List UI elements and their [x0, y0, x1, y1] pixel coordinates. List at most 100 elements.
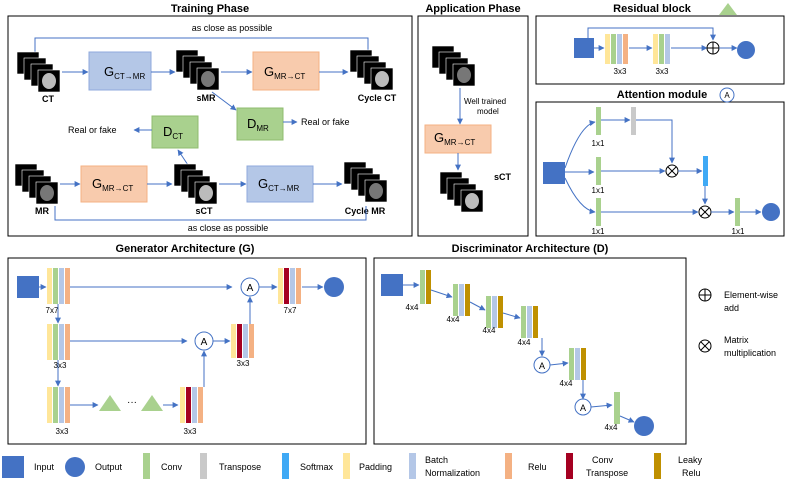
sct-label: sCT [195, 206, 213, 216]
gen-residual-triangle-1 [99, 395, 121, 411]
legend-mul-icon [698, 339, 712, 353]
att-softmax [703, 156, 708, 186]
disc-block-3 [486, 296, 503, 328]
disc-block-1 [420, 270, 431, 304]
gen-k-3x3-b: 3x3 [56, 427, 69, 436]
legend-input-swatch [2, 456, 24, 478]
res-layers-1 [605, 34, 628, 64]
legend-bn-2: Normalization [425, 468, 480, 478]
res-k1: 3x3 [614, 67, 627, 76]
att-k4: 1x1 [732, 227, 745, 236]
disc-arrow-7 [590, 402, 613, 409]
attention-title: Attention module [617, 89, 707, 101]
gen-output-circle [324, 277, 344, 297]
disc-k2: 4x4 [447, 315, 460, 324]
generator-panel [7, 257, 367, 445]
real-or-fake-left: Real or fake [68, 125, 117, 135]
g-mr-ct-box [252, 51, 320, 91]
residual-panel [535, 15, 785, 85]
cycle-ct-label: Cycle CT [358, 93, 397, 103]
d-mr-box [236, 107, 284, 141]
disc-arrow-1 [430, 289, 453, 299]
ct-image-stack [16, 51, 61, 93]
close-bottom-label: as close as possible [188, 223, 269, 233]
g-mr-ct-2-box [80, 165, 148, 203]
gen-att2-letter: A [247, 283, 254, 294]
g-ct-mr-2-label: GCT→MR [258, 176, 299, 193]
legend-convt-1: Conv [592, 455, 614, 465]
att-conv-1 [596, 107, 601, 135]
gen-residual-triangle-2 [141, 395, 163, 411]
gen-block-4 [180, 387, 203, 423]
att-branch-3 [564, 177, 596, 215]
disc-output-circle [634, 416, 654, 436]
gen-block-2 [47, 324, 70, 360]
disc-arrow-2 [469, 301, 486, 311]
disc-input-square [381, 274, 403, 296]
disc-k3: 4x4 [483, 326, 496, 335]
disc-block-5 [569, 348, 586, 380]
legend-conv: Conv [161, 462, 183, 472]
close-top-label: as close as possible [192, 23, 273, 33]
legend-softmax-swatch [282, 453, 289, 479]
app-sct-label: sCT [494, 172, 512, 182]
mr-label: MR [35, 206, 49, 216]
close-top-line [34, 37, 369, 52]
legend-bn-1: Batch [425, 455, 448, 465]
att-mul-icon-1 [665, 164, 679, 178]
disc-arrow-3 [502, 312, 521, 320]
att-k3: 1x1 [592, 227, 605, 236]
legend-output: Output [95, 462, 123, 472]
app-sct-image-stack [439, 171, 484, 213]
attention-symbol-letter: A [724, 91, 730, 100]
g-mr-ct-label: GMR→CT [264, 64, 305, 81]
res-input-square [574, 38, 594, 58]
close-bottom-line [54, 206, 367, 221]
attention-symbol-icon [719, 87, 735, 103]
legend-mul-2: multiplication [724, 348, 776, 358]
legend-softmax: Softmax [300, 462, 334, 472]
res-add-icon [706, 41, 720, 55]
disc-block-2 [453, 284, 470, 316]
legend-mul-1: Matrix [724, 335, 749, 345]
att-output-circle [762, 203, 780, 221]
legend-output-swatch [65, 457, 85, 477]
d-ct-box [151, 115, 199, 149]
att-k1: 1x1 [592, 139, 605, 148]
app-note-2: model [477, 107, 499, 116]
legend-leaky-1: Leaky [678, 455, 703, 465]
res-layers-2 [653, 34, 670, 64]
legend-leaky-swatch [654, 453, 661, 479]
res-skip-line [587, 27, 716, 41]
d-ct-label: DCT [163, 124, 183, 141]
app-g-box [424, 124, 492, 154]
legend-conv-swatch [143, 453, 150, 479]
training-panel [7, 15, 413, 237]
att-conv-2 [596, 157, 601, 185]
gen-block-6 [278, 268, 301, 304]
ct-label: CT [42, 94, 54, 104]
legend-convt-swatch [566, 453, 573, 479]
att-k2: 1x1 [592, 186, 605, 195]
legend-leaky-2: Relu [682, 468, 701, 478]
disc-arrow-out [619, 415, 635, 423]
gen-att1-letter: A [201, 337, 208, 348]
disc-block-6 [614, 392, 620, 424]
legend-transpose: Transpose [219, 462, 261, 472]
disc-k5: 4x4 [560, 379, 573, 388]
residual-triangle-icon [719, 3, 737, 15]
sct-image-stack [173, 163, 218, 205]
arrow-smr-to-dmr [211, 91, 237, 111]
discriminator-title: Discriminator Architecture (D) [452, 243, 609, 255]
generator-title: Generator Architecture (G) [116, 243, 255, 255]
gen-dots: ··· [127, 397, 137, 408]
g-mr-ct-2-label: GMR→CT [92, 176, 133, 193]
att-branch-1 [564, 120, 596, 169]
attention-panel [535, 101, 785, 237]
cycle-ct-image-stack [349, 49, 394, 91]
gen-k-7x7-a: 7x7 [46, 306, 59, 315]
legend-convt-2: Transpose [586, 468, 628, 478]
cycle-mr-label: Cycle MR [345, 206, 386, 216]
att-transpose [631, 107, 636, 135]
legend-padding: Padding [359, 462, 392, 472]
